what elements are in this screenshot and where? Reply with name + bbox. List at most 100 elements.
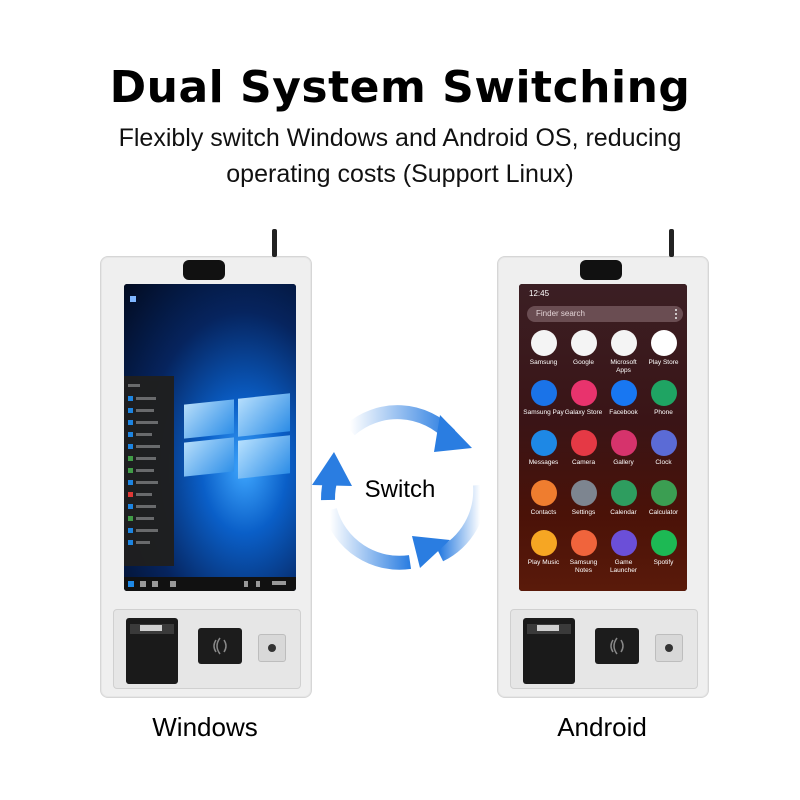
app-label: Calculator	[648, 509, 679, 516]
windows-logo-icon	[184, 393, 294, 479]
app-label: Game Launcher	[609, 559, 638, 574]
app-samsung-pay[interactable]: Samsung Pay	[523, 380, 564, 417]
app-label: Gallery	[613, 459, 634, 466]
app-clock[interactable]: Clock	[643, 430, 684, 467]
receipt-printer	[523, 618, 575, 684]
taskbar-app-icon[interactable]	[170, 581, 176, 587]
google-folder-icon	[570, 330, 597, 356]
app-microsoft-folder[interactable]: Microsoft Apps	[603, 330, 644, 374]
peripheral-panel	[113, 609, 301, 689]
peripheral-panel	[510, 609, 698, 689]
calendar-icon	[610, 480, 637, 506]
contacts-icon	[530, 480, 557, 506]
app-label: Samsung Pay	[523, 409, 564, 416]
app-play-store[interactable]: Play Store	[643, 330, 684, 367]
finder-search-bar[interactable]: Finder search	[527, 306, 683, 322]
windows-screen	[124, 284, 296, 591]
app-messages[interactable]: Messages	[523, 430, 564, 467]
app-label: Galaxy Store	[564, 409, 603, 416]
app-calendar[interactable]: Calendar	[603, 480, 644, 517]
galaxy-store-icon	[570, 380, 597, 406]
app-label: Phone	[654, 409, 673, 416]
app-spotify[interactable]: Spotify	[643, 530, 684, 567]
arrow-bottom-arc	[323, 507, 412, 570]
app-play-music[interactable]: Play Music	[523, 530, 564, 567]
start-menu	[124, 376, 174, 566]
app-camera[interactable]: Camera	[563, 430, 604, 467]
receipt-printer	[126, 618, 178, 684]
arrow-top-arc	[345, 405, 456, 440]
app-phone[interactable]: Phone	[643, 380, 684, 417]
arrow-right-arc	[436, 484, 488, 562]
messages-icon	[530, 430, 557, 456]
facebook-icon	[610, 380, 637, 406]
app-label: Messages	[528, 459, 559, 466]
app-label: Spotify	[653, 559, 674, 566]
calculator-icon	[650, 480, 677, 506]
app-settings[interactable]: Settings	[563, 480, 604, 517]
app-label: Settings	[571, 509, 596, 516]
tray-icon	[244, 581, 248, 587]
app-label: Google	[573, 359, 594, 366]
camera-bar	[580, 260, 622, 280]
spotify-icon	[650, 530, 677, 556]
app-samsung-notes[interactable]: Samsung Notes	[563, 530, 604, 574]
samsung-pay-icon	[530, 380, 557, 406]
switch-cycle-icon	[312, 405, 488, 570]
app-gallery[interactable]: Gallery	[603, 430, 644, 467]
arrow-left-head	[312, 452, 352, 486]
app-label: Microsoft Apps	[610, 359, 637, 374]
page-subtitle: Flexibly switch Windows and Android OS, …	[0, 120, 800, 192]
app-label: Samsung Notes	[569, 559, 598, 574]
settings-icon	[570, 480, 597, 506]
app-label: Facebook	[609, 409, 638, 416]
samsung-notes-icon	[570, 530, 597, 556]
clock-readout	[272, 581, 286, 585]
antenna	[669, 229, 674, 257]
gallery-icon	[610, 430, 637, 456]
phone-icon	[650, 380, 677, 406]
barcode-scanner	[258, 634, 286, 662]
game-launcher-icon	[610, 530, 637, 556]
android-caption: Android	[557, 712, 647, 742]
barcode-scanner	[655, 634, 683, 662]
app-galaxy-store[interactable]: Galaxy Store	[563, 380, 604, 417]
status-time: 12:45	[529, 289, 550, 298]
samsung-folder-icon	[530, 330, 557, 356]
windows-kiosk	[100, 229, 312, 698]
app-label: Contacts	[530, 509, 557, 516]
clock-icon	[650, 430, 677, 456]
switch-label: Switch	[364, 476, 436, 503]
app-calculator[interactable]: Calculator	[643, 480, 684, 517]
app-google-folder[interactable]: Google	[563, 330, 604, 367]
start-button-icon[interactable]	[128, 581, 134, 587]
app-contacts[interactable]: Contacts	[523, 480, 564, 517]
arrow-top-head	[434, 415, 472, 452]
nfc-icon	[213, 637, 227, 655]
app-label: Calendar	[610, 509, 637, 516]
subtitle-line-1: Flexibly switch Windows and Android OS, …	[118, 124, 682, 152]
windows-taskbar	[124, 577, 296, 591]
more-options-icon[interactable]	[675, 309, 677, 319]
desktop-icon[interactable]	[130, 296, 136, 302]
search-placeholder: Finder search	[536, 309, 585, 318]
microsoft-folder-icon	[610, 330, 637, 356]
app-samsung-folder[interactable]: Samsung	[523, 330, 564, 367]
nfc-reader	[198, 628, 242, 664]
subtitle-line-2: operating costs (Support Linux)	[226, 160, 574, 188]
app-label: Play Store	[648, 359, 679, 366]
search-icon[interactable]	[140, 581, 146, 587]
app-facebook[interactable]: Facebook	[603, 380, 644, 417]
camera-icon	[570, 430, 597, 456]
app-label: Camera	[571, 459, 596, 466]
app-label: Play Music	[527, 559, 560, 566]
task-view-icon[interactable]	[152, 581, 158, 587]
antenna	[272, 229, 277, 257]
nfc-reader	[595, 628, 639, 664]
arrow-bottom-head	[412, 536, 450, 568]
app-game-launcher[interactable]: Game Launcher	[603, 530, 644, 574]
app-label: Clock	[655, 459, 672, 466]
windows-caption: Windows	[152, 712, 258, 742]
